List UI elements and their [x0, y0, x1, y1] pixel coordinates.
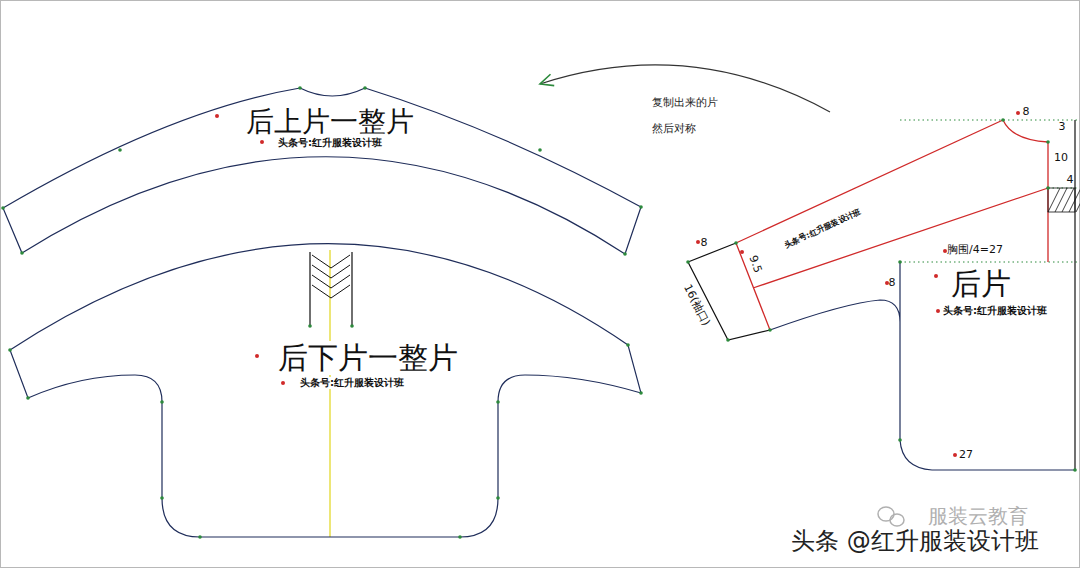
- piece-outline: [6, 238, 646, 542]
- pattern-piece: 后下片一整片头条号:红升服装设计班: [6, 238, 646, 542]
- pattern-draft: 后片头条号:红升服装设计班: [684, 112, 1080, 474]
- dimension-label: 27: [959, 449, 973, 462]
- watermark: 服装云教育: [928, 505, 1028, 528]
- piece-name: 后片: [951, 267, 1011, 302]
- dimension-label: 3: [1059, 121, 1066, 134]
- brand-note: 头条号:红升服装设计班: [278, 137, 382, 149]
- brand-note: 头条号:红升服装设计班: [782, 207, 861, 250]
- wechat-icon: [878, 507, 904, 526]
- dimension-label: 9.5: [746, 253, 764, 274]
- dimension-label: 4: [1067, 174, 1074, 187]
- dimension-label: 10: [1054, 152, 1068, 165]
- brand-note: 头条号:红升服装设计班: [299, 377, 405, 389]
- edge-label: 复制出来的片 然后对称: [652, 90, 724, 142]
- watermark: 头条 @红升服装设计班: [791, 528, 1039, 556]
- dimension-label: 8: [889, 277, 896, 290]
- piece-name: 后下片一整片: [277, 341, 459, 376]
- dimension-label: 8: [701, 237, 708, 250]
- dimension-label: 16(袖口): [680, 282, 712, 327]
- pattern-piece: 后上片一整片头条号:红升服装设计班: [1, 84, 645, 258]
- dimension-label: 胸围/4=27: [947, 244, 1003, 257]
- brand-note: 头条号:红升服装设计班: [943, 305, 1047, 317]
- dimension-label: 8: [1023, 106, 1030, 119]
- piece-outline: [684, 112, 1080, 474]
- arrow-head: [540, 74, 554, 85]
- piece-name: 后上片一整片: [246, 106, 414, 138]
